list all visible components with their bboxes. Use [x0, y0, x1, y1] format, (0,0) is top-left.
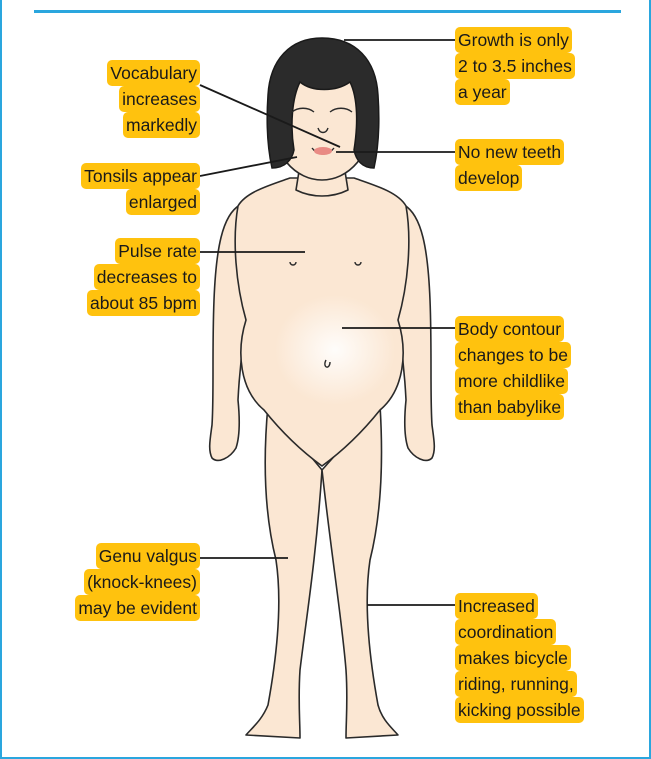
label-line: Pulse rate: [115, 238, 200, 264]
label-contour: Body contour changes to be more childlik…: [455, 316, 625, 420]
label-line: about 85 bpm: [87, 290, 200, 316]
label-line: markedly: [123, 112, 200, 138]
lips: [314, 147, 332, 155]
label-line: 2 to 3.5 inches: [455, 53, 575, 79]
label-line: Increased: [455, 593, 538, 619]
label-genu: Genu valgus (knock-knees) may be evident: [40, 543, 200, 621]
label-line: decreases to: [94, 264, 200, 290]
label-line: Vocabulary: [107, 60, 200, 86]
label-coordination: Increased coordination makes bicycle rid…: [455, 593, 625, 723]
label-line: may be evident: [75, 595, 200, 621]
label-line: Growth is only: [455, 27, 572, 53]
label-line: develop: [455, 165, 522, 191]
label-line: more childlike: [455, 368, 568, 394]
label-line: Tonsils appear: [81, 163, 200, 189]
label-line: makes bicycle: [455, 645, 571, 671]
label-line: coordination: [455, 619, 556, 645]
label-line: increases: [119, 86, 200, 112]
label-teeth: No new teeth develop: [455, 139, 625, 191]
label-line: (knock-knees): [84, 569, 200, 595]
label-line: kicking possible: [455, 697, 584, 723]
label-line: Genu valgus: [96, 543, 200, 569]
label-line: riding, running,: [455, 671, 577, 697]
label-growth: Growth is only 2 to 3.5 inches a year: [455, 27, 625, 105]
label-line: changes to be: [455, 342, 571, 368]
label-line: a year: [455, 79, 510, 105]
label-tonsils: Tonsils appear enlarged: [40, 163, 200, 215]
label-line: enlarged: [126, 189, 200, 215]
label-line: No new teeth: [455, 139, 564, 165]
label-line: than babylike: [455, 394, 564, 420]
belly-highlight: [275, 295, 395, 405]
label-pulse: Pulse rate decreases to about 85 bpm: [40, 238, 200, 316]
label-line: Body contour: [455, 316, 564, 342]
label-vocabulary: Vocabulary increases markedly: [80, 60, 200, 138]
